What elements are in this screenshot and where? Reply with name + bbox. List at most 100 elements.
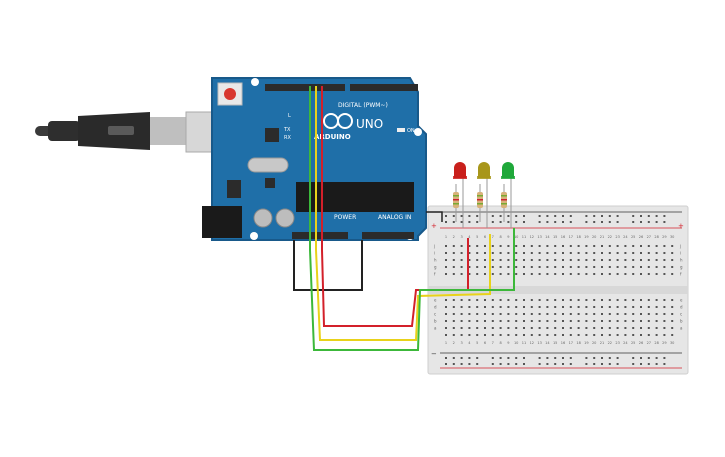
terminal-hole[interactable] — [655, 266, 658, 268]
terminal-hole[interactable] — [655, 245, 658, 247]
rail-hole[interactable] — [546, 363, 549, 365]
terminal-hole[interactable] — [616, 313, 619, 315]
power-jack[interactable] — [202, 206, 242, 238]
terminal-hole[interactable] — [647, 320, 650, 322]
rail-hole[interactable] — [562, 215, 564, 217]
rail-hole[interactable] — [569, 357, 572, 359]
terminal-hole[interactable] — [445, 259, 447, 261]
terminal-hole[interactable] — [624, 327, 627, 329]
terminal-hole[interactable] — [593, 273, 596, 275]
rail-hole[interactable] — [499, 215, 502, 217]
terminal-hole[interactable] — [608, 306, 611, 308]
rail-hole[interactable] — [554, 215, 557, 217]
rail-hole[interactable] — [593, 221, 596, 223]
terminal-hole[interactable] — [671, 320, 674, 322]
terminal-hole[interactable] — [515, 334, 518, 336]
terminal-hole[interactable] — [577, 306, 580, 308]
terminal-hole[interactable] — [624, 252, 627, 254]
terminal-hole[interactable] — [484, 273, 486, 275]
terminal-hole[interactable] — [468, 245, 471, 247]
terminal-hole[interactable] — [616, 245, 619, 247]
terminal-hole[interactable] — [452, 320, 455, 322]
usb-cable[interactable] — [35, 111, 243, 153]
terminal-hole[interactable] — [569, 266, 572, 268]
terminal-hole[interactable] — [476, 306, 479, 308]
rail-hole[interactable] — [585, 363, 588, 365]
terminal-hole[interactable] — [530, 306, 533, 308]
terminal-hole[interactable] — [632, 273, 635, 275]
terminal-hole[interactable] — [632, 327, 635, 329]
terminal-hole[interactable] — [562, 299, 564, 301]
terminal-hole[interactable] — [491, 266, 494, 268]
rail-hole[interactable] — [601, 357, 603, 359]
terminal-hole[interactable] — [671, 259, 674, 261]
terminal-hole[interactable] — [608, 320, 611, 322]
terminal-hole[interactable] — [546, 245, 549, 247]
terminal-hole[interactable] — [585, 299, 588, 301]
terminal-hole[interactable] — [562, 320, 564, 322]
terminal-hole[interactable] — [655, 334, 658, 336]
terminal-hole[interactable] — [546, 252, 549, 254]
terminal-hole[interactable] — [546, 313, 549, 315]
terminal-hole[interactable] — [507, 252, 510, 254]
rail-hole[interactable] — [632, 215, 635, 217]
rail-hole[interactable] — [554, 221, 557, 223]
terminal-hole[interactable] — [507, 327, 510, 329]
terminal-hole[interactable] — [647, 252, 650, 254]
terminal-hole[interactable] — [601, 259, 603, 261]
rail-hole[interactable] — [460, 215, 463, 217]
terminal-hole[interactable] — [507, 266, 510, 268]
rail-hole[interactable] — [491, 221, 494, 223]
terminal-hole[interactable] — [515, 245, 518, 247]
terminal-hole[interactable] — [569, 313, 572, 315]
terminal-hole[interactable] — [499, 252, 502, 254]
terminal-hole[interactable] — [554, 252, 557, 254]
rail-hole[interactable] — [655, 221, 658, 223]
terminal-hole[interactable] — [663, 245, 666, 247]
terminal-hole[interactable] — [523, 313, 525, 315]
terminal-hole[interactable] — [663, 259, 666, 261]
rail-hole[interactable] — [663, 221, 666, 223]
terminal-hole[interactable] — [445, 327, 447, 329]
terminal-hole[interactable] — [546, 299, 549, 301]
rail-hole[interactable] — [608, 221, 611, 223]
terminal-hole[interactable] — [523, 252, 525, 254]
terminal-hole[interactable] — [562, 252, 564, 254]
terminal-hole[interactable] — [460, 327, 463, 329]
rail-hole[interactable] — [523, 363, 525, 365]
terminal-hole[interactable] — [507, 259, 510, 261]
terminal-hole[interactable] — [562, 273, 564, 275]
rail-hole[interactable] — [452, 215, 455, 217]
terminal-hole[interactable] — [663, 306, 666, 308]
rail-hole[interactable] — [476, 215, 479, 217]
terminal-hole[interactable] — [624, 266, 627, 268]
terminal-hole[interactable] — [647, 334, 650, 336]
led-body[interactable] — [454, 162, 466, 178]
terminal-hole[interactable] — [585, 320, 588, 322]
terminal-hole[interactable] — [538, 334, 541, 336]
rail-hole[interactable] — [569, 363, 572, 365]
rail-hole[interactable] — [585, 221, 588, 223]
terminal-hole[interactable] — [452, 313, 455, 315]
terminal-hole[interactable] — [499, 266, 502, 268]
rail-hole[interactable] — [562, 357, 564, 359]
terminal-hole[interactable] — [476, 259, 479, 261]
terminal-hole[interactable] — [554, 259, 557, 261]
rail-hole[interactable] — [632, 357, 635, 359]
terminal-hole[interactable] — [484, 320, 486, 322]
terminal-hole[interactable] — [554, 327, 557, 329]
terminal-hole[interactable] — [452, 245, 455, 247]
rail-hole[interactable] — [593, 215, 596, 217]
terminal-hole[interactable] — [647, 266, 650, 268]
terminal-hole[interactable] — [452, 334, 455, 336]
terminal-hole[interactable] — [608, 313, 611, 315]
terminal-hole[interactable] — [585, 327, 588, 329]
led-body[interactable] — [478, 162, 490, 178]
led-body[interactable] — [502, 162, 514, 178]
rail-hole[interactable] — [491, 363, 494, 365]
terminal-hole[interactable] — [491, 252, 494, 254]
terminal-hole[interactable] — [655, 259, 658, 261]
ground-jumper-wire[interactable] — [426, 211, 443, 222]
terminal-hole[interactable] — [671, 299, 674, 301]
terminal-hole[interactable] — [515, 259, 518, 261]
